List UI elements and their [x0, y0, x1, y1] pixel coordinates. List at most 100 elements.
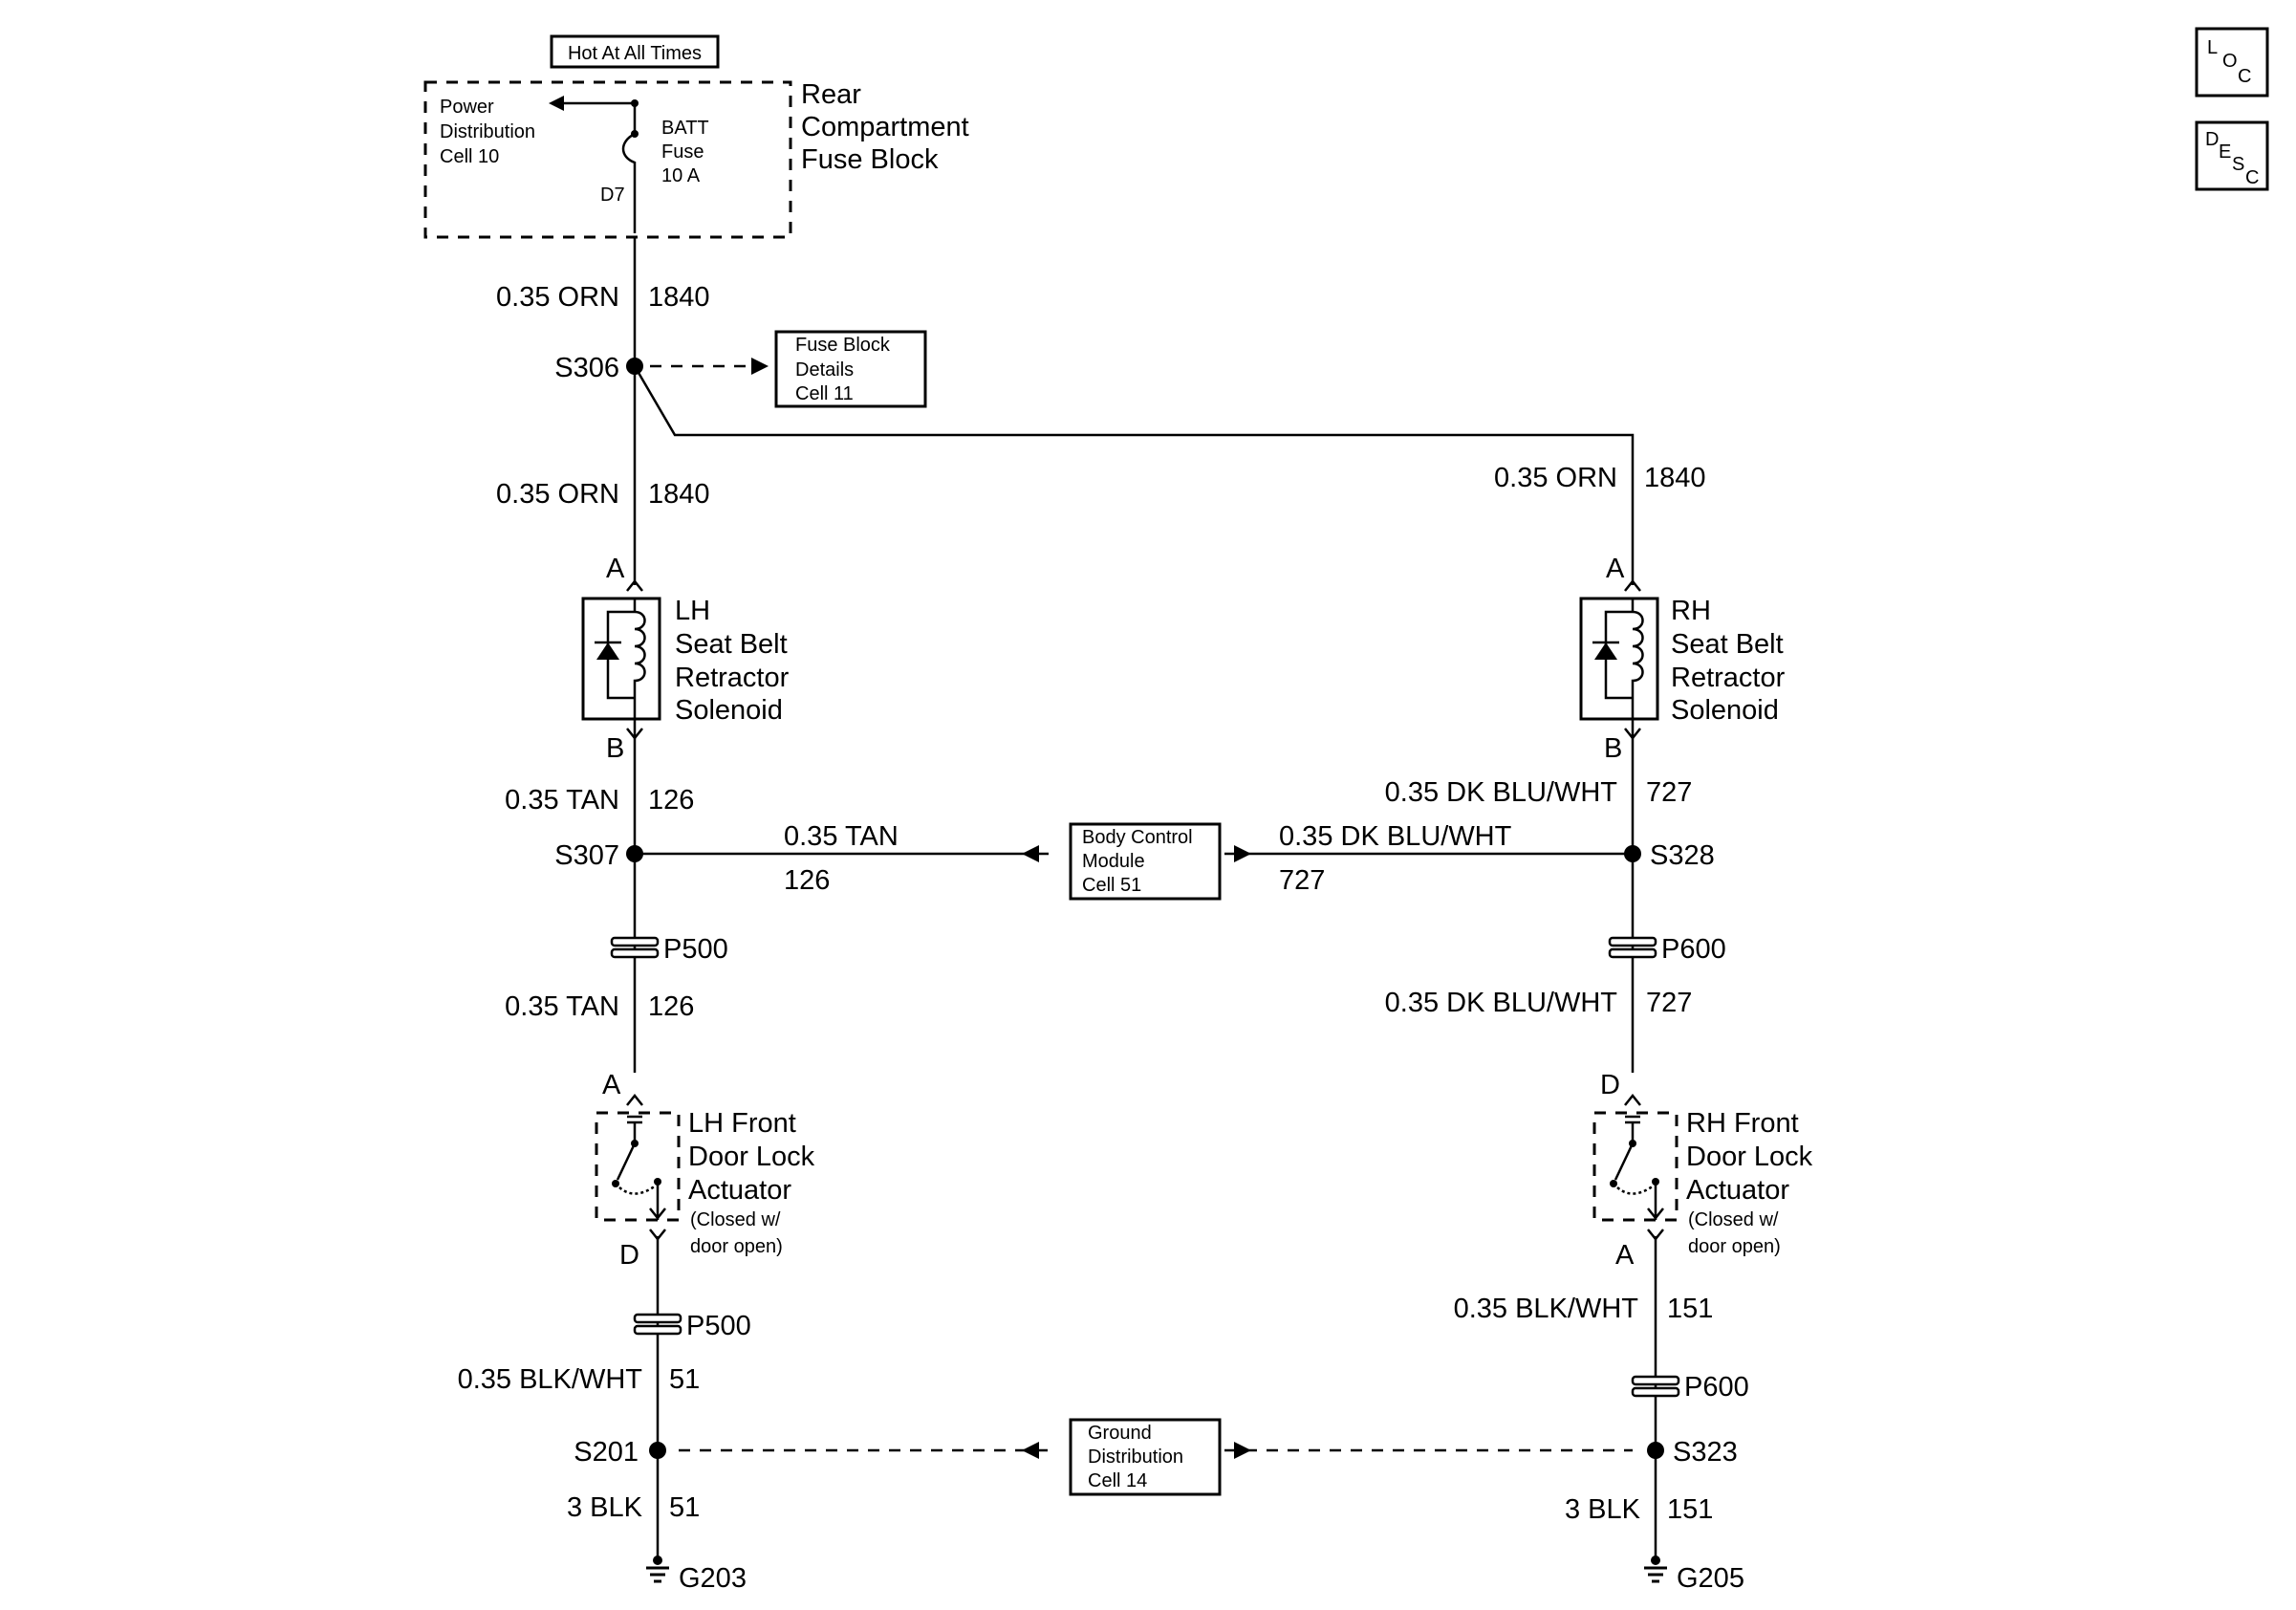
lh-solenoid-name-2: Seat Belt	[675, 629, 788, 660]
desc-letter-2: E	[2219, 141, 2231, 163]
fuse-line-3: 10 A	[661, 165, 701, 186]
batt-fuse-symbol	[621, 103, 637, 233]
ref-body-control-module[interactable]: Body Control Module Cell 51	[1022, 822, 1251, 901]
pdc-line-3: Cell 10	[440, 146, 499, 167]
wire-blu-rh-lower-gauge: 0.35 DK BLU/WHT	[1385, 988, 1618, 1018]
lh-actuator-note-2: door open)	[690, 1236, 783, 1257]
splice-s307-label: S307	[554, 840, 619, 871]
ground-g205-label: G205	[1677, 1563, 1744, 1594]
rh-solenoid-diode-icon	[1594, 642, 1617, 660]
splice-s201-dot	[649, 1442, 666, 1459]
wire-blk-wht-lh-gauge: 0.35 BLK/WHT	[458, 1364, 643, 1395]
fuse-details-arrow-icon	[751, 358, 769, 375]
rh-actuator-switch-icon	[1614, 1142, 1635, 1181]
connector-p600-lower-label: P600	[1684, 1372, 1749, 1403]
rh-actuator-outline	[1592, 1111, 1679, 1222]
splice-s323-label: S323	[1673, 1437, 1738, 1468]
wire-blk-rh-gauge: 3 BLK	[1565, 1494, 1641, 1525]
wire-blk-wht-rh-gauge: 0.35 BLK/WHT	[1454, 1294, 1639, 1324]
wire-blu-rh-upper-gauge: 0.35 DK BLU/WHT	[1385, 777, 1618, 808]
ground-dist-arrow-right-icon	[1234, 1442, 1251, 1459]
lh-actuator-switch-icon	[616, 1142, 637, 1181]
wire-blu-horiz-circuit: 727	[1279, 865, 1325, 896]
rh-solenoid-pin-b: B	[1604, 733, 1622, 764]
fuse-block: Hot At All Times Power Distribution Cell…	[423, 34, 969, 239]
loc-letter-2: O	[2222, 51, 2238, 72]
loc-letter-3: C	[2238, 66, 2251, 87]
fuse-details-line-1: Fuse Block	[795, 335, 891, 356]
fuse-block-outline	[423, 80, 792, 239]
fuse-line-2: Fuse	[661, 141, 704, 163]
splice-s307-dot	[626, 845, 643, 862]
loc-button[interactable]: L O C	[2195, 27, 2269, 98]
pdc-line-2: Distribution	[440, 121, 535, 142]
hot-at-all-times-label: Hot At All Times	[568, 43, 702, 64]
lh-solenoid-diode-icon	[596, 642, 619, 660]
ground-dist-arrow-left-icon	[1022, 1442, 1039, 1459]
rh-solenoid-body	[1579, 597, 1659, 721]
fuse-block-title-2: Compartment	[801, 112, 969, 142]
splice-s306-dot	[626, 358, 643, 375]
fuse-block-title-3: Fuse Block	[801, 144, 939, 175]
rh-actuator-note-1: (Closed w/	[1688, 1209, 1779, 1230]
lh-actuator-name-2: Door Lock	[688, 1142, 815, 1172]
connector-p500-lower-label: P500	[686, 1311, 751, 1341]
rh-solenoid-name-3: Retractor	[1671, 663, 1786, 693]
lh-solenoid-body	[581, 597, 661, 721]
lh-solenoid-coil-icon	[633, 610, 646, 719]
rh-solenoid-name-1: RH	[1671, 596, 1711, 626]
rh-actuator-name-2: Door Lock	[1686, 1142, 1813, 1172]
lh-actuator-pin-d: D	[619, 1240, 639, 1271]
lh-actuator-note-1: (Closed w/	[690, 1209, 781, 1230]
wire-orn-right-circuit: 1840	[1644, 463, 1706, 493]
fuse-details-line-3: Cell 11	[795, 383, 854, 404]
rh-solenoid-name-4: Solenoid	[1671, 695, 1779, 726]
wire-blk-lh-circuit: 51	[669, 1492, 700, 1523]
lh-actuator-name-3: Actuator	[688, 1175, 791, 1206]
lh-solenoid-pin-b: B	[606, 733, 624, 764]
connector-p500-upper: P500	[610, 934, 728, 965]
wire-orn-right-gauge: 0.35 ORN	[1494, 463, 1617, 493]
pdc-line-1: Power	[440, 97, 494, 118]
bcm-arrow-right-icon	[1234, 845, 1251, 862]
bcm-line-2: Module	[1082, 851, 1145, 872]
rh-solenoid-pin-a: A	[1606, 554, 1625, 584]
wire-tan-lh-lower-gauge: 0.35 TAN	[505, 991, 619, 1022]
rh-seat-belt-solenoid: A B RH Seat Belt Retractor Solenoid	[1579, 554, 1786, 764]
lh-solenoid-name-3: Retractor	[675, 663, 790, 693]
lh-actuator-name-1: LH Front	[688, 1108, 796, 1139]
desc-button[interactable]: D E S C	[2195, 120, 2269, 191]
lh-solenoid-name-1: LH	[675, 596, 710, 626]
wire-orn-top-gauge: 0.35 ORN	[496, 282, 619, 313]
rh-actuator-pin-a: A	[1615, 1240, 1635, 1271]
wire-labels: 0.35 ORN 1840 0.35 ORN 1840 0.35 ORN 184…	[458, 282, 1714, 1525]
lh-actuator-outline	[595, 1111, 681, 1222]
bcm-line-3: Cell 51	[1082, 875, 1141, 896]
lh-solenoid-name-4: Solenoid	[675, 695, 783, 726]
lh-solenoid-pin-a: A	[606, 554, 625, 584]
fuse-block-title-1: Rear	[801, 79, 861, 110]
ref-fuse-block-details[interactable]: Fuse Block Details Cell 11	[751, 330, 927, 408]
lh-seat-belt-solenoid: A B LH Seat Belt Retractor Solenoid	[581, 554, 790, 764]
wire-blk-lh-gauge: 3 BLK	[567, 1492, 643, 1523]
connector-p600-upper-label: P600	[1661, 934, 1726, 965]
wire-tan-horiz-gauge: 0.35 TAN	[784, 821, 899, 852]
wire-blk-rh-circuit: 151	[1667, 1494, 1713, 1525]
ground-g203: G203	[646, 1556, 747, 1594]
ref-ground-distribution[interactable]: Ground Distribution Cell 14	[1022, 1418, 1251, 1496]
wire-blu-rh-lower-circuit: 727	[1646, 988, 1692, 1018]
bcm-line-1: Body Control	[1082, 827, 1193, 848]
wire-tan-lh-lower-circuit: 126	[648, 991, 694, 1022]
wire-orn-mid-gauge: 0.35 ORN	[496, 479, 619, 510]
lh-actuator-pin-a: A	[602, 1070, 621, 1100]
wire-orn-top-circuit: 1840	[648, 282, 710, 313]
rh-actuator-note-2: door open)	[1688, 1236, 1781, 1257]
ground-g203-label: G203	[679, 1563, 747, 1594]
wire-tan-horiz-circuit: 126	[784, 865, 830, 896]
bcm-arrow-left-icon	[1022, 845, 1039, 862]
wire-runs	[633, 237, 1657, 1558]
splice-s323-dot	[1647, 1442, 1664, 1459]
fuse-line-1: BATT	[661, 118, 709, 139]
ground-g205: G205	[1644, 1556, 1744, 1594]
